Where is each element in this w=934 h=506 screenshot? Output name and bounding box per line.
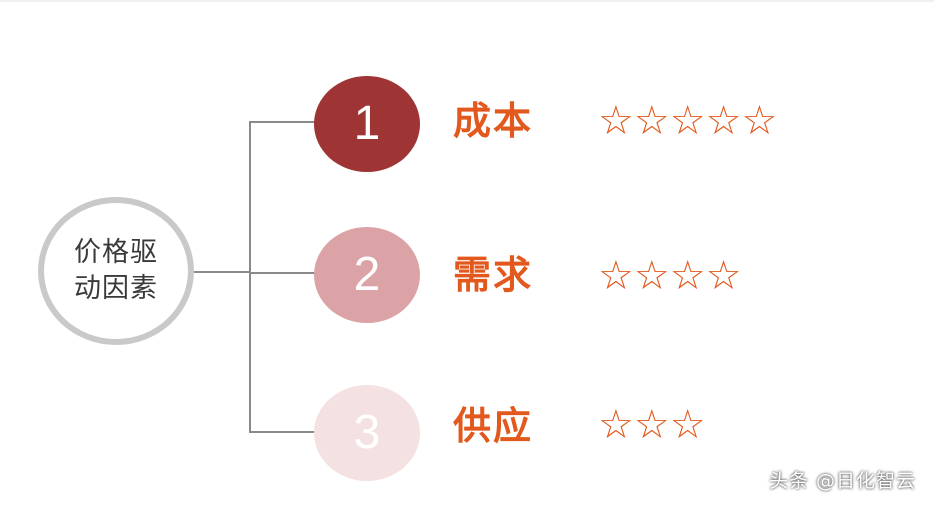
factor-rating-2: ☆☆☆☆: [598, 253, 742, 299]
factor-number-1: 1: [353, 97, 381, 150]
factor-label-1: 成本: [453, 99, 534, 143]
watermark: 头条 @日化智云: [768, 470, 916, 492]
connector-branch-3: [249, 431, 315, 433]
root-node-label: 价格驱动因素: [74, 237, 158, 304]
factor-node-1: 1: [314, 76, 420, 172]
connector-vertical-spine: [249, 121, 251, 433]
factor-node-3: 3: [314, 385, 420, 481]
factor-label-3: 供应: [453, 404, 534, 448]
factor-number-2: 2: [353, 248, 381, 301]
connector-root-horizontal: [194, 271, 250, 273]
factor-rating-3: ☆☆☆: [598, 402, 706, 448]
connector-branch-1: [249, 121, 315, 123]
factor-node-2: 2: [314, 227, 420, 323]
factor-rating-1: ☆☆☆☆☆: [598, 98, 778, 144]
connector-branch-2: [249, 272, 315, 274]
factor-label-2: 需求: [453, 253, 534, 297]
factor-number-3: 3: [353, 406, 381, 459]
top-divider: [0, 0, 934, 2]
root-node: 价格驱动因素: [38, 197, 194, 345]
